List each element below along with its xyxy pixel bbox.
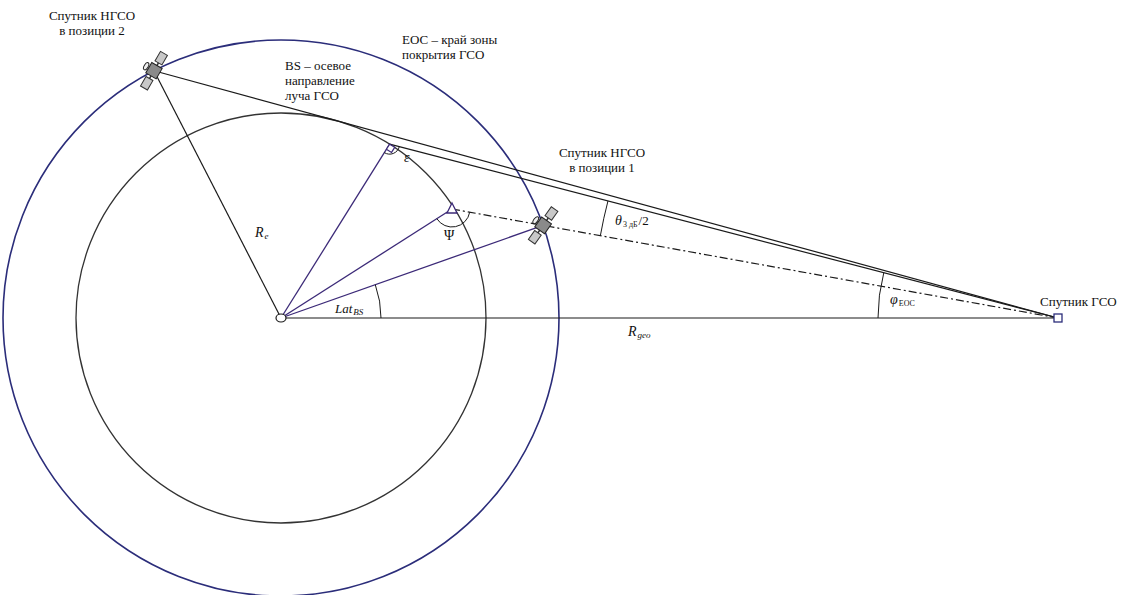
edge-label: ЕОС – край зоны покрытия ГСО (402, 32, 514, 62)
satellite-label: Спутник ГСО (1040, 294, 1117, 309)
tangent-line (154, 71, 1058, 318)
subscript-label: geo (638, 331, 651, 340)
angle-arc (375, 285, 381, 318)
boresight-line (452, 209, 1058, 318)
subscript-label: BS (353, 308, 363, 317)
satellite-label: Спутник НГСО в позиции 2 (46, 8, 138, 38)
angle-arc (437, 212, 470, 227)
subscript-label: 3 дБ (623, 221, 638, 229)
point-marker (447, 203, 457, 213)
satellite-icon (523, 203, 560, 246)
gso-satellite-mark (1054, 314, 1062, 322)
re-line (281, 209, 452, 318)
angle-label: θ (615, 214, 622, 228)
satellite-dish (532, 216, 540, 225)
angle-label: Ψ (444, 229, 454, 243)
eoc-line (390, 144, 1058, 318)
earth-center (276, 314, 286, 322)
angle-arc (878, 273, 884, 318)
satellite-dish (142, 62, 149, 71)
solar-panel (528, 230, 541, 244)
solar-panel (155, 51, 167, 65)
subscript-label: e (265, 232, 269, 241)
axis-label: BS – осевое направление луча ГСО (285, 58, 365, 103)
angle-arc (600, 201, 608, 236)
angle-label: Lat (335, 302, 352, 315)
radius-line (154, 71, 281, 318)
angle-label: ε (404, 151, 410, 165)
bs-axis-line (281, 144, 390, 318)
symbol-label: R (255, 226, 264, 240)
satellite-label: Спутник НГСО в позиции 1 (556, 145, 648, 175)
angle-label: φ (890, 293, 898, 307)
satellite-icon (134, 48, 169, 91)
right-angle-mark (386, 144, 394, 152)
solar-panel (141, 77, 153, 91)
symbol-label: /2 (639, 214, 649, 227)
rgeo-line (281, 317, 1058, 318)
subscript-label: EOC (899, 300, 915, 308)
symbol-label: R (628, 325, 637, 339)
solar-panel (545, 207, 558, 221)
ngso-radius-line (281, 225, 543, 318)
